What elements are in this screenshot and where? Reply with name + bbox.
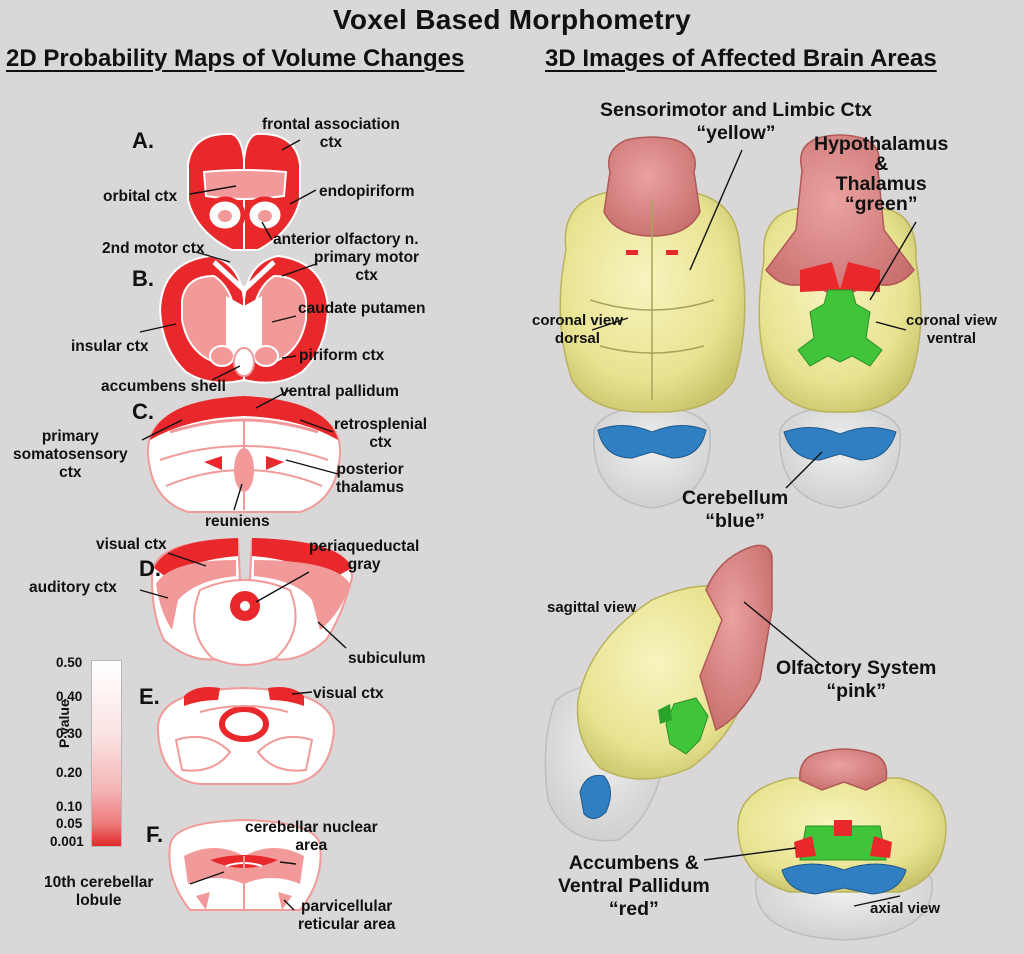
label-line: “green” xyxy=(844,193,918,215)
left-section-heading: 2D Probability Maps of Volume Changes xyxy=(6,45,465,72)
label-line: dorsal xyxy=(554,330,600,347)
label-line: coronal view xyxy=(906,312,997,329)
label-coronal-view-dorsal: coronal view dorsal xyxy=(532,312,623,348)
label-anterior-olfactory: anterior olfactory n. xyxy=(273,231,419,248)
label-line: lobule xyxy=(75,892,122,909)
label-line: Sensorimotor and Limbic Ctx xyxy=(600,99,872,121)
label-auditory-ctx: auditory ctx xyxy=(29,579,117,596)
label-visual-ctx-d: visual ctx xyxy=(96,536,167,553)
label-line: ctx xyxy=(369,434,392,451)
label-line: reticular area xyxy=(298,916,396,933)
label-line: periaqueductal xyxy=(309,538,420,555)
label-line: parvicellular xyxy=(301,898,393,915)
label-line: Thalamus xyxy=(835,173,927,195)
legend-tick: 0.30 xyxy=(56,726,83,741)
label-line: ctx xyxy=(59,464,82,481)
label-caudate-putamen: caudate putamen xyxy=(298,300,426,317)
slice-c xyxy=(146,396,342,513)
panel-letter-e: E. xyxy=(139,684,160,709)
slice-a xyxy=(187,132,301,251)
label-line: retrosplenial xyxy=(334,416,428,433)
label-line: cerebellar nuclear xyxy=(245,819,378,836)
legend-tick: 0.20 xyxy=(56,765,83,780)
label-accumbens-shell: accumbens shell xyxy=(101,378,226,395)
label-line: Hypothalamus xyxy=(814,133,949,155)
brain-3d-sagittal xyxy=(544,544,773,842)
label-line: somatosensory xyxy=(13,446,128,463)
label-cerebellum: Cerebellum “blue” xyxy=(682,487,788,533)
label-line: ctx xyxy=(355,267,378,284)
legend-tick: 0.10 xyxy=(56,799,83,814)
label-cerebellar-nuclear-area: cerebellar nuclear area xyxy=(245,819,378,855)
label-line: gray xyxy=(347,556,381,573)
label-line: Olfactory System xyxy=(776,657,937,679)
label-primary-motor-ctx: primary motor ctx xyxy=(314,249,419,285)
leader-lines-2d xyxy=(139,139,347,911)
label-subiculum: subiculum xyxy=(348,650,426,667)
brain-3d-ventral xyxy=(758,134,922,509)
leader-lines-3d xyxy=(591,149,917,907)
label-parvicellular-reticular-area: parvicellular reticular area xyxy=(298,898,395,934)
label-sensorimotor-limbic-ctx: Sensorimotor and Limbic Ctx “yellow” xyxy=(600,99,872,145)
label-line: “blue” xyxy=(705,510,765,532)
label-line: coronal view xyxy=(532,312,623,329)
panel-letter-b: B. xyxy=(132,266,154,291)
label-line: & xyxy=(874,153,889,175)
label-2nd-motor-ctx: 2nd motor ctx xyxy=(102,240,205,257)
label-primary-somatosensory-ctx: primary somatosensory ctx xyxy=(13,428,128,482)
legend-tick: 0.40 xyxy=(56,689,83,704)
p-value-colorbar xyxy=(91,660,122,847)
label-ventral-pallidum: ventral pallidum xyxy=(280,383,399,400)
label-line: frontal association xyxy=(262,116,400,133)
slice-b xyxy=(158,254,330,384)
label-frontal-association-ctx: frontal association ctx xyxy=(262,116,400,152)
label-visual-ctx-e: visual ctx xyxy=(313,685,384,702)
label-olfactory-system: Olfactory System “pink” xyxy=(776,657,936,703)
brain-3d-dorsal xyxy=(559,136,746,509)
figure-title: Voxel Based Morphometry xyxy=(332,4,692,35)
panel-letter-f: F. xyxy=(146,822,164,847)
label-line: Cerebellum xyxy=(682,487,789,509)
label-line: Ventral Pallidum xyxy=(558,875,710,897)
label-line: primary motor xyxy=(314,249,420,266)
label-retrosplenial-ctx: retrosplenial ctx xyxy=(334,416,427,452)
label-line: “pink” xyxy=(826,680,886,702)
label-coronal-view-ventral: coronal view ventral xyxy=(906,312,997,348)
brain-3d-axial xyxy=(737,748,947,941)
panel-letter-c: C. xyxy=(132,399,154,424)
slice-e xyxy=(156,686,336,785)
label-line: ventral xyxy=(926,330,977,347)
legend-tick: 0.001 xyxy=(50,834,84,849)
label-line: thalamus xyxy=(336,479,405,496)
panel-letter-d: D. xyxy=(139,556,161,581)
label-10th-cerebellar-lobule: 10th cerebellar lobule xyxy=(44,874,153,910)
label-orbital-ctx: orbital ctx xyxy=(103,188,178,205)
label-line: posterior xyxy=(336,461,404,478)
label-line: 10th cerebellar xyxy=(44,874,154,891)
label-line: “red” xyxy=(608,898,659,920)
label-line: area xyxy=(295,837,328,854)
label-line: “yellow” xyxy=(696,122,776,144)
label-insular-ctx: insular ctx xyxy=(71,338,149,355)
label-endopiriform: endopiriform xyxy=(319,183,415,200)
label-posterior-thalamus: posterior thalamus xyxy=(336,461,404,497)
label-hypothalamus-thalamus: Hypothalamus & Thalamus “green” xyxy=(814,134,948,214)
panel-letter-a: A. xyxy=(132,128,154,153)
label-piriform-ctx: piriform ctx xyxy=(299,347,385,364)
right-section-heading: 3D Images of Affected Brain Areas xyxy=(545,45,937,72)
legend-tick: 0.05 xyxy=(56,816,83,831)
label-reuniens: reuniens xyxy=(205,513,270,530)
label-periaqueductal-gray: periaqueductal gray xyxy=(309,538,419,574)
label-line: Accumbens & xyxy=(568,852,699,874)
legend-tick: 0.50 xyxy=(56,655,83,670)
label-line: ctx xyxy=(319,134,343,151)
label-accumbens-ventral-pallidum: Accumbens & Ventral Pallidum “red” xyxy=(558,852,710,921)
label-line: primary xyxy=(41,428,99,445)
label-sagittal-view: sagittal view xyxy=(547,599,637,616)
label-axial-view: axial view xyxy=(870,900,941,917)
